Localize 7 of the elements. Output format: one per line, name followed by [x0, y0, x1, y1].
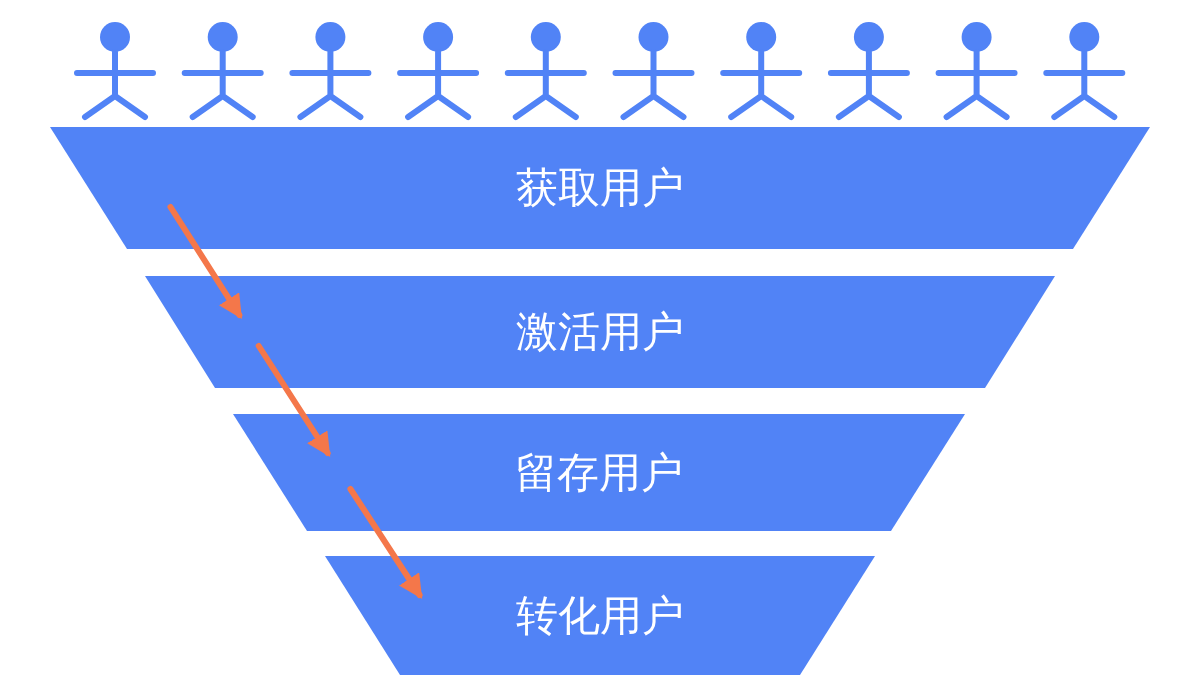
arrow [255, 343, 331, 458]
stage-label: 激活用户 [516, 306, 684, 358]
stage-label: 转化用户 [516, 589, 684, 642]
stage-label: 获取用户 [516, 162, 684, 214]
arrow [347, 486, 423, 599]
arrow [167, 204, 243, 320]
stage-label: 留存用户 [515, 446, 683, 499]
